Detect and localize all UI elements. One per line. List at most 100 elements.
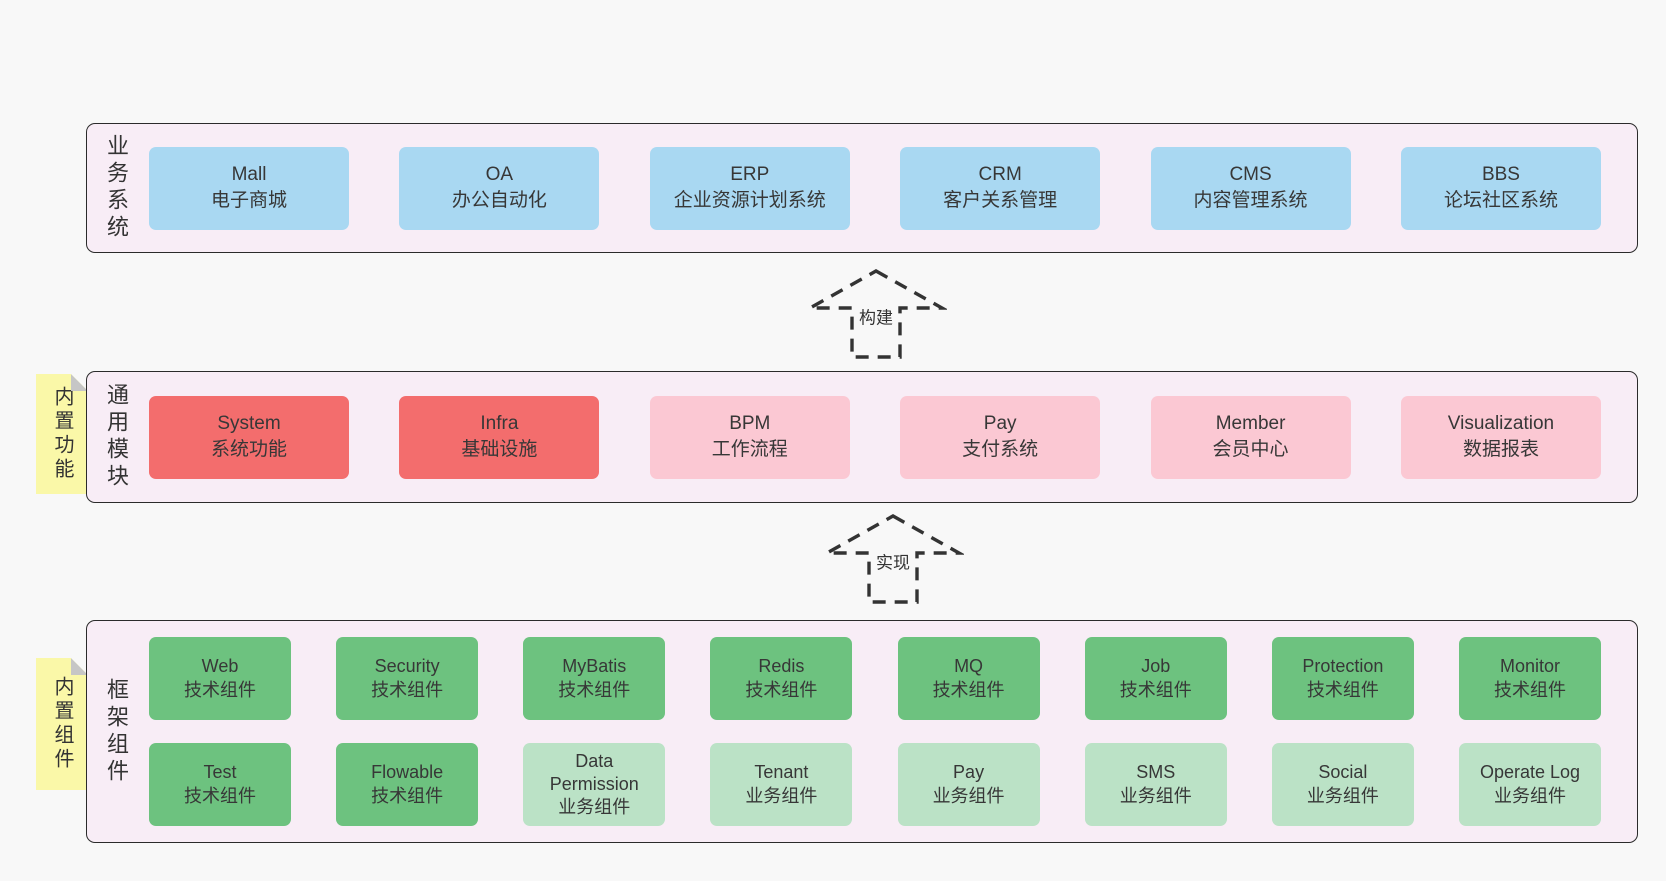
box-social: Social 业务组件 xyxy=(1271,743,1414,826)
box-oa: OA 办公自动化 xyxy=(399,146,600,230)
box-name: Tenant xyxy=(754,762,809,783)
box-desc: 数据报表 xyxy=(1462,439,1539,460)
box-desc: 工作流程 xyxy=(711,439,788,460)
section-label-modules: 通用模块 xyxy=(104,383,129,491)
sticky-note-builtin-features: 内置功能 xyxy=(36,374,88,494)
box-name: BBS xyxy=(1481,164,1520,186)
box-name: Security xyxy=(374,656,440,677)
business-box-row: Mall 电子商城 OA 办公自动化 ERP 企业资源计划系统 CRM 客户关系… xyxy=(149,124,1637,252)
box-erp: ERP 企业资源计划系统 xyxy=(649,146,850,230)
box-test: Test 技术组件 xyxy=(149,743,291,826)
box-desc: 会员中心 xyxy=(1212,439,1289,460)
box-name: Operate Log xyxy=(1479,762,1581,783)
modules-box-row: System 系统功能 Infra 基础设施 BPM 工作流程 Pay 支付系统… xyxy=(149,372,1637,502)
framework-row-1: Web 技术组件 Security 技术组件 MyBatis 技术组件 Redi… xyxy=(149,637,1601,720)
box-desc: 技术组件 xyxy=(184,785,256,806)
box-crm: CRM 客户关系管理 xyxy=(900,146,1101,230)
box-name: Job xyxy=(1141,656,1171,677)
box-name: Pay xyxy=(983,413,1017,435)
box-name: MyBatis xyxy=(562,656,627,677)
build-arrow: 构建 xyxy=(805,268,947,360)
box-pay-module: Pay 支付系统 xyxy=(900,395,1101,479)
box-name: CMS xyxy=(1229,164,1272,186)
box-desc: 技术组件 xyxy=(745,679,818,700)
box-monitor: Monitor 技术组件 xyxy=(1458,637,1601,720)
box-protection: Protection 技术组件 xyxy=(1271,637,1414,720)
implement-arrow: 实现 xyxy=(822,513,964,605)
box-name: Monitor xyxy=(1499,656,1560,677)
box-desc: 内容管理系统 xyxy=(1193,190,1308,211)
box-name: Pay xyxy=(953,762,985,783)
box-desc: 业务组件 xyxy=(745,785,818,806)
box-cms: CMS 内容管理系统 xyxy=(1150,146,1351,230)
implement-arrow-label: 实现 xyxy=(873,552,913,575)
box-desc: 系统功能 xyxy=(210,439,287,460)
box-bpm: BPM 工作流程 xyxy=(649,395,850,479)
box-mybatis: MyBatis 技术组件 xyxy=(523,637,666,720)
box-desc: 技术组件 xyxy=(184,679,256,700)
box-name: SMS xyxy=(1136,762,1176,783)
box-desc: 业务组件 xyxy=(1119,785,1192,806)
box-name: Flowable xyxy=(371,762,444,783)
box-desc: 电子商城 xyxy=(210,190,287,211)
box-sms: SMS 业务组件 xyxy=(1084,743,1227,826)
box-redis: Redis 技术组件 xyxy=(710,637,853,720)
box-name: Web xyxy=(201,656,239,677)
box-bbs: BBS 论坛社区系统 xyxy=(1400,146,1601,230)
box-desc: 办公自动化 xyxy=(451,190,547,211)
box-desc: 技术组件 xyxy=(932,679,1005,700)
section-common-modules: 通用模块 System 系统功能 Infra 基础设施 BPM 工作流程 Pay… xyxy=(86,371,1638,503)
box-desc: 技术组件 xyxy=(371,785,444,806)
build-arrow-label: 构建 xyxy=(856,307,896,330)
box-name: Mall xyxy=(231,164,267,186)
sticky-note-builtin-components: 内置组件 xyxy=(36,658,88,790)
box-desc: 技术组件 xyxy=(371,679,444,700)
up-arrow-icon xyxy=(805,269,947,359)
section-business-systems: 业务系统 Mall 电子商城 OA 办公自动化 ERP 企业资源计划系统 CRM… xyxy=(86,123,1638,253)
box-name: CRM xyxy=(978,164,1022,186)
box-name: Visualization xyxy=(1447,413,1555,435)
box-name: MQ xyxy=(954,656,984,677)
box-infra: Infra 基础设施 xyxy=(399,395,600,479)
box-desc: 基础设施 xyxy=(461,439,538,460)
box-name: Member xyxy=(1215,413,1286,435)
box-web: Web 技术组件 xyxy=(149,637,291,720)
box-desc: 业务组件 xyxy=(1306,785,1379,806)
box-desc: 客户关系管理 xyxy=(943,190,1058,211)
box-desc: 业务组件 xyxy=(1493,785,1566,806)
framework-row-2: Test 技术组件 Flowable 技术组件 Data Permission … xyxy=(149,743,1601,826)
box-member: Member 会员中心 xyxy=(1150,395,1351,479)
box-desc: 业务组件 xyxy=(932,785,1005,806)
box-operate-log: Operate Log 业务组件 xyxy=(1458,743,1601,826)
section-label-business: 业务系统 xyxy=(104,134,129,242)
box-name: System xyxy=(217,413,281,435)
box-name: OA xyxy=(485,164,514,186)
box-desc: 技术组件 xyxy=(1119,679,1192,700)
box-name: Social xyxy=(1318,762,1368,783)
box-name: BPM xyxy=(729,413,771,435)
box-desc: 技术组件 xyxy=(558,679,631,700)
box-pay-component: Pay 业务组件 xyxy=(897,743,1040,826)
box-name: Infra xyxy=(480,413,519,435)
box-name: Data Permission xyxy=(549,750,639,794)
box-desc: 技术组件 xyxy=(1306,679,1379,700)
box-name: Redis xyxy=(758,656,805,677)
note-label: 内置功能 xyxy=(51,386,73,482)
box-data-permission: Data Permission 业务组件 xyxy=(523,743,666,826)
box-name: Test xyxy=(203,762,237,783)
box-visualization: Visualization 数据报表 xyxy=(1400,395,1601,479)
box-desc: 企业资源计划系统 xyxy=(673,190,826,211)
box-flowable: Flowable 技术组件 xyxy=(336,743,479,826)
box-mall: Mall 电子商城 xyxy=(149,146,349,230)
box-name: Protection xyxy=(1302,656,1384,677)
section-label-framework: 框架组件 xyxy=(104,677,129,786)
up-arrow-icon xyxy=(822,514,964,604)
box-system: System 系统功能 xyxy=(149,395,349,479)
box-desc: 技术组件 xyxy=(1493,679,1566,700)
box-tenant: Tenant 业务组件 xyxy=(710,743,853,826)
box-desc: 论坛社区系统 xyxy=(1443,190,1558,211)
box-mq: MQ 技术组件 xyxy=(897,637,1040,720)
box-desc: 支付系统 xyxy=(962,439,1039,460)
box-job: Job 技术组件 xyxy=(1084,637,1227,720)
